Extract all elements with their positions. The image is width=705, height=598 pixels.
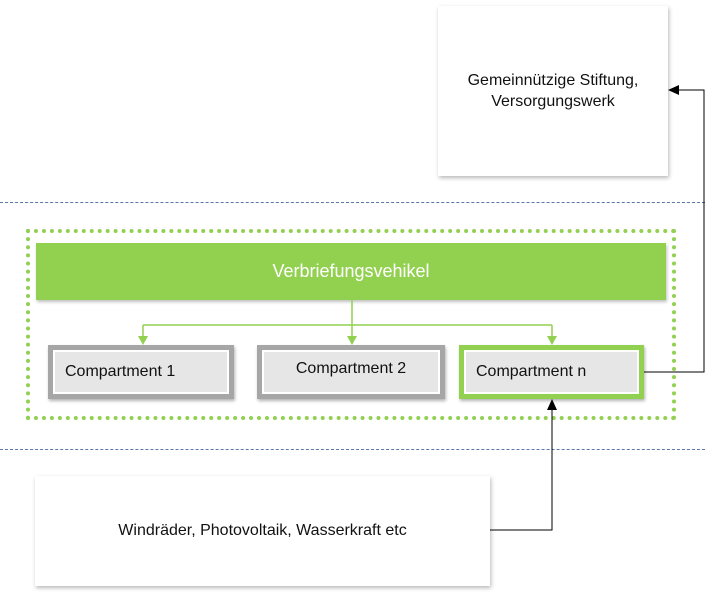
compartment-n-label: Compartment n — [476, 363, 587, 380]
vehicle-to-compartments-connector — [143, 300, 552, 326]
arrow-to-compartment-1 — [138, 325, 148, 345]
vehicle-label: Verbriefungsvehikel — [272, 261, 430, 281]
foundation-label-line1: Gemeinnützige Stiftung, — [467, 72, 639, 89]
arrow-to-compartment-n — [547, 325, 557, 345]
compartment-2: Compartment 2 — [257, 345, 445, 399]
divider-top — [0, 202, 705, 203]
compartment-2-label: Compartment 2 — [295, 360, 407, 377]
foundation-label-line2: Versorgungswerk — [491, 93, 615, 110]
compartment-1-label: Compartment 1 — [65, 363, 176, 380]
arrow-assets-to-compartment-n — [490, 399, 557, 531]
arrow-compartment-n-to-foundation — [644, 85, 705, 373]
assets-box: Windräder, Photovoltaik, Wasserkraft etc — [35, 476, 490, 586]
assets-label: Windräder, Photovoltaik, Wasserkraft etc — [118, 522, 407, 539]
foundation-box: Gemeinnützige Stiftung, Versorgungswerk — [438, 6, 668, 176]
arrow-to-compartment-2 — [347, 325, 357, 345]
compartment-1: Compartment 1 — [48, 345, 234, 399]
compartment-n: Compartment n — [459, 345, 644, 399]
vehicle-frame — [26, 229, 676, 420]
divider-bottom — [0, 449, 705, 450]
vehicle-box: Verbriefungsvehikel — [36, 243, 666, 300]
